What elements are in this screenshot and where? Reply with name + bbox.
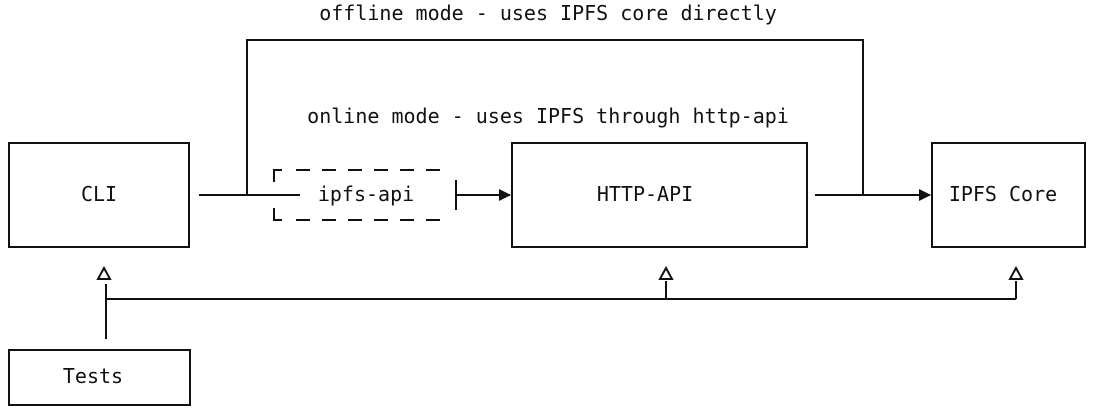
ipfs-core-box: IPFS Core bbox=[931, 142, 1086, 248]
ipfs-core-label: IPFS Core bbox=[949, 182, 1057, 206]
ipfs-api-box: ipfs-api bbox=[273, 169, 457, 221]
offline-path bbox=[246, 39, 864, 195]
triangle-arrow-icon bbox=[1008, 265, 1024, 280]
offline-mode-label: offline mode - uses IPFS core directly bbox=[319, 1, 777, 25]
tests-box: Tests bbox=[8, 349, 191, 406]
triangle-arrow-icon bbox=[658, 265, 674, 280]
ipfs-api-label: ipfs-api bbox=[318, 182, 414, 206]
cli-box: CLI bbox=[8, 142, 190, 248]
cli-label: CLI bbox=[81, 182, 117, 206]
http-api-box: HTTP-API bbox=[511, 142, 808, 248]
triangle-arrow-icon bbox=[96, 265, 112, 280]
tests-label: Tests bbox=[63, 364, 123, 388]
tests-bus bbox=[96, 265, 1024, 339]
http-api-label: HTTP-API bbox=[597, 182, 693, 206]
online-mode-label: online mode - uses IPFS through http-api bbox=[307, 104, 789, 128]
